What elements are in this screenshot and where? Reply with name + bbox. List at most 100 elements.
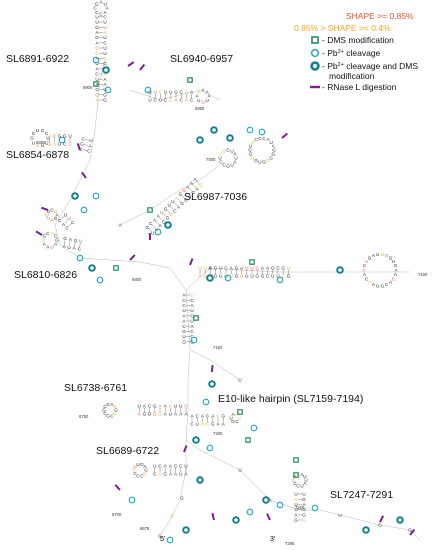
nucleotide: A [233, 152, 237, 157]
base-pair [177, 198, 182, 203]
nucleotide: G [103, 92, 107, 97]
nucleotide: G [248, 148, 252, 153]
nucleotide: C [190, 298, 194, 303]
dms-marker [237, 409, 243, 415]
nucleotide: C [222, 163, 226, 168]
pb-dms-marker [102, 66, 110, 74]
nucleotide: A [95, 30, 99, 35]
nucleotide: A [231, 412, 235, 417]
nucleotide: C [103, 404, 107, 409]
nucleotide: U [159, 98, 162, 103]
nucleotide: U [219, 274, 222, 279]
rna-backbone [49, 16, 421, 541]
nucleotide: C [154, 98, 158, 103]
nucleotide: A [54, 242, 58, 247]
nucleotide: U [300, 483, 303, 488]
nucleotide: C [190, 334, 194, 339]
pb-dms-marker [182, 526, 190, 534]
nucleotide: A [169, 472, 173, 477]
nucleotide: A [158, 404, 162, 409]
nucleotide: G [394, 263, 398, 268]
position-label: 6950 [195, 106, 205, 111]
nucleotide: U [153, 464, 156, 469]
nucleotide: A [62, 244, 66, 249]
nucleotide: G [261, 274, 265, 279]
nucleotide: U [184, 464, 187, 469]
nucleotide: C [58, 218, 62, 223]
nucleotide: U [240, 274, 243, 279]
nucleotide: U [95, 61, 98, 66]
nucleotide: A [188, 194, 192, 199]
nucleotide: C [266, 274, 270, 279]
nucleotide: U [230, 149, 233, 154]
nucleotide: U [234, 156, 237, 161]
nucleotide: U [170, 514, 173, 519]
pb-marker [276, 276, 284, 284]
nucleotide: C [180, 98, 184, 103]
nucleotide: C [149, 221, 153, 226]
nucleotide: C [95, 10, 99, 15]
nucleotide: C [132, 468, 136, 473]
rnase-marker [76, 143, 81, 151]
backbone-segment [189, 349, 241, 381]
nucleotide: C [296, 483, 300, 488]
dms-marker [187, 77, 193, 83]
nucleotide: A [195, 94, 199, 99]
nucleotide: U [169, 412, 172, 417]
pb-marker [58, 136, 66, 144]
nucleotide: A [182, 319, 186, 324]
nucleotide: G [30, 136, 34, 141]
nucleotide: U [64, 212, 67, 217]
region-label-sl6810: SL6810-6826 [14, 269, 77, 281]
nucleotide: A [266, 137, 270, 142]
nucleotide: U [249, 144, 252, 149]
five-prime-end: 5' [160, 536, 165, 543]
nucleotide: G [262, 159, 266, 164]
nucleotide: A [365, 259, 369, 264]
nucleotide: G [226, 164, 230, 169]
nucleotide: C [392, 276, 396, 281]
nucleotide: A [207, 94, 211, 99]
pb-dms-marker [71, 192, 79, 200]
nucleotide: A [103, 77, 107, 82]
nucleotide: G [214, 274, 218, 279]
nucleotide: C [293, 481, 297, 486]
nucleotide: A [362, 268, 366, 273]
nucleotide: G [55, 238, 59, 243]
nucleotide: C [140, 473, 144, 478]
nucleotide: G [368, 256, 372, 261]
nucleotide: G [199, 183, 203, 188]
nucleotide: U [303, 474, 306, 479]
base-pair [82, 149, 88, 151]
nucleotide: U [245, 274, 248, 279]
legend-shape-high: SHAPE >= 0.85% [346, 11, 414, 21]
nucleotide: G [249, 152, 253, 157]
nucleotide: A [190, 303, 194, 308]
nucleotide: C [206, 414, 210, 419]
pb-dms-marker [196, 136, 204, 144]
nucleotide: A [201, 414, 205, 419]
nucleotide: C [190, 98, 194, 103]
backbone-segment [185, 439, 421, 541]
nucleotide: U [154, 90, 157, 95]
nucleotide: A [197, 89, 201, 94]
nucleotide: C [110, 413, 114, 418]
nucleotide: U [376, 252, 379, 257]
legend-pb-dms-label: - Pb2+ cleavage and DMS [322, 61, 418, 71]
nucleotide: G [153, 412, 157, 417]
nucleotide: G [302, 497, 306, 502]
nucleotide: C [180, 90, 184, 95]
nucleotide: A [372, 253, 376, 258]
nucleotide: C [190, 313, 194, 318]
nucleotide: U [46, 136, 49, 141]
nucleotide: C [95, 72, 99, 77]
pb-dms-marker [208, 380, 216, 388]
rnase-marker [211, 512, 215, 521]
base-pair [170, 206, 174, 210]
nucleotide: C [235, 419, 239, 424]
nucleotide: G [114, 408, 118, 413]
nucleotide: C [190, 422, 194, 427]
nucleotide: U [238, 468, 241, 473]
pb-marker [311, 504, 319, 512]
nucleotide: C [103, 14, 107, 19]
